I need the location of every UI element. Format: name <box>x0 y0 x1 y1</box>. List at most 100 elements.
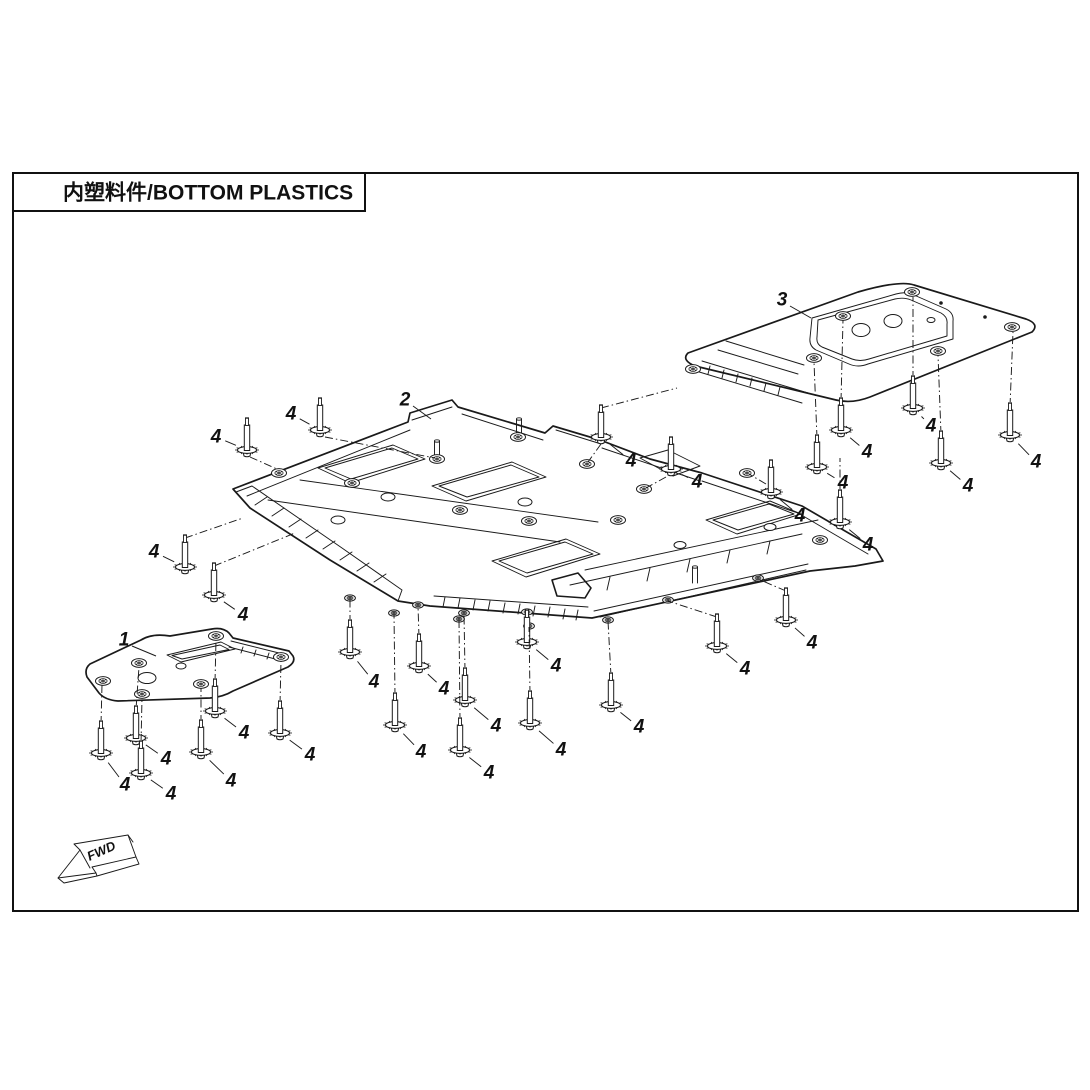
screw-part <box>939 430 943 439</box>
mount-hole <box>688 366 698 372</box>
screw-icon <box>759 458 783 500</box>
screw-icon <box>599 671 623 713</box>
mount-hole <box>1007 324 1017 330</box>
screw-icon <box>308 396 332 438</box>
mount-hole <box>689 366 697 372</box>
mount-hole <box>934 348 942 354</box>
mount-hole <box>99 678 107 684</box>
mount-hole <box>433 456 441 462</box>
edge-mount-hole <box>415 603 421 607</box>
mount-hole <box>613 517 623 523</box>
fastener-number-label: 4 <box>739 659 751 680</box>
screw-icon <box>189 718 213 760</box>
edge-mount-hole <box>605 618 611 622</box>
fastener-number-label: 4 <box>225 771 237 792</box>
leader-dashdot-line <box>937 354 942 435</box>
label-leader-line <box>826 472 835 479</box>
mount-hole <box>275 470 283 476</box>
leader-dashdot-line <box>813 361 818 439</box>
label-leader-line <box>538 730 554 744</box>
screw-part <box>278 700 282 709</box>
mount-hole <box>809 355 819 361</box>
screw-icon <box>774 586 798 628</box>
round-hole <box>380 492 396 502</box>
screw-icon <box>659 435 683 477</box>
part-number-label: 1 <box>119 630 130 651</box>
mount-hole <box>933 348 943 354</box>
mount-hole <box>138 691 146 697</box>
screw-part <box>181 541 189 568</box>
label-leader-line <box>849 437 860 446</box>
screw-part <box>607 679 615 706</box>
mount-hole <box>640 486 648 492</box>
mount-hole <box>456 507 464 513</box>
screw-part <box>139 740 143 749</box>
label-leader-line <box>107 762 120 778</box>
screw-part <box>278 699 282 703</box>
screw-icon <box>589 403 613 445</box>
label-leader-line <box>1017 443 1030 456</box>
screw-icon <box>338 618 362 660</box>
pilot-dot <box>983 315 987 319</box>
screw-part <box>937 437 945 464</box>
round-hole <box>330 515 346 525</box>
leader-dashdot-line <box>393 613 396 697</box>
screw-part <box>213 678 217 687</box>
screw-part <box>458 717 462 726</box>
mount-hole <box>742 470 752 476</box>
label-leader-line <box>725 653 738 664</box>
leader-dashdot-line <box>140 697 143 745</box>
mount-hole <box>432 456 442 462</box>
screw-part <box>417 632 421 636</box>
leader-dashdot-line <box>528 626 531 695</box>
mount-hole <box>514 434 522 440</box>
mount-hole <box>525 518 533 524</box>
page-title: 内塑料件/BOTTOM PLASTICS <box>63 181 353 205</box>
screw-part <box>212 561 216 565</box>
fastener-number-label: 4 <box>550 656 562 677</box>
screw-icon <box>383 691 407 733</box>
screw-part <box>456 724 464 751</box>
leader-dashdot-line <box>417 605 420 638</box>
screw-part <box>197 726 205 753</box>
leader-dashdot-line <box>324 436 436 459</box>
screw-part <box>836 496 844 523</box>
leader-dashdot-line <box>100 684 103 725</box>
mount-hole <box>276 654 286 660</box>
screw-part <box>316 404 324 431</box>
screw-part <box>526 697 534 724</box>
fastener-number-label: 4 <box>285 404 297 425</box>
screw-part <box>393 691 397 695</box>
screw-icon <box>515 608 539 650</box>
leader-dashdot-line <box>214 639 217 683</box>
label-leader-line <box>469 757 482 768</box>
screw-part <box>346 626 354 653</box>
mount-hole <box>513 434 523 440</box>
fastener-number-label: 4 <box>962 476 974 497</box>
leader-dashdot-line <box>135 666 140 710</box>
screw-part <box>815 434 819 443</box>
fastener-number-label: 4 <box>210 427 222 448</box>
screw-part <box>911 375 915 384</box>
screw-part <box>609 672 613 681</box>
leader-dashdot-line <box>757 578 787 592</box>
label-leader-line <box>224 717 237 728</box>
screw-icon <box>453 666 477 708</box>
screw-part <box>318 397 322 406</box>
mount-hole <box>524 518 534 524</box>
fastener-number-label: 4 <box>119 775 131 796</box>
label-leader-line <box>223 601 236 610</box>
leader-dashdot-line <box>279 660 282 705</box>
mount-hole <box>816 537 824 543</box>
screw-icon <box>901 374 925 416</box>
screw-part <box>769 459 773 468</box>
round-hole <box>517 497 533 507</box>
leader-dashdot-line <box>587 443 602 463</box>
screw-part <box>458 716 462 720</box>
mount-hole <box>1008 324 1016 330</box>
drawing-frame <box>12 172 1079 912</box>
mount-hole <box>815 537 825 543</box>
label-leader-line <box>620 712 632 722</box>
label-leader-line <box>289 739 303 750</box>
screw-icon <box>448 716 472 758</box>
